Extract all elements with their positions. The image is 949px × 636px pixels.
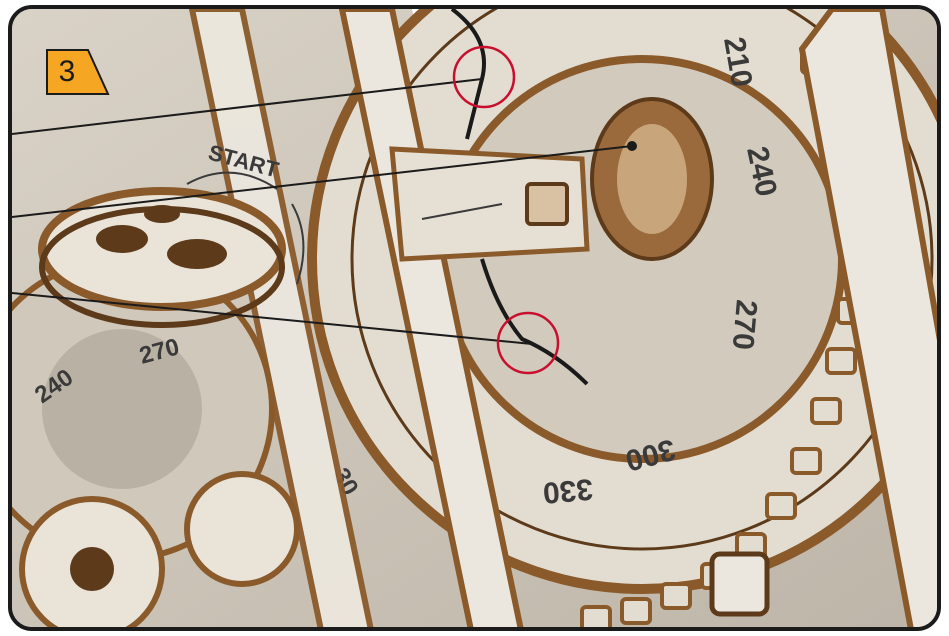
gear-assembly-illustration: 240 270 30 210 <box>12 9 941 631</box>
big-gear-label-330: 330 <box>542 472 595 509</box>
big-gear-label-270: 270 <box>726 298 763 351</box>
step-badge: 3 <box>46 49 110 95</box>
step-number: 3 <box>50 52 84 92</box>
illustration-frame: 240 270 30 210 <box>8 5 941 631</box>
